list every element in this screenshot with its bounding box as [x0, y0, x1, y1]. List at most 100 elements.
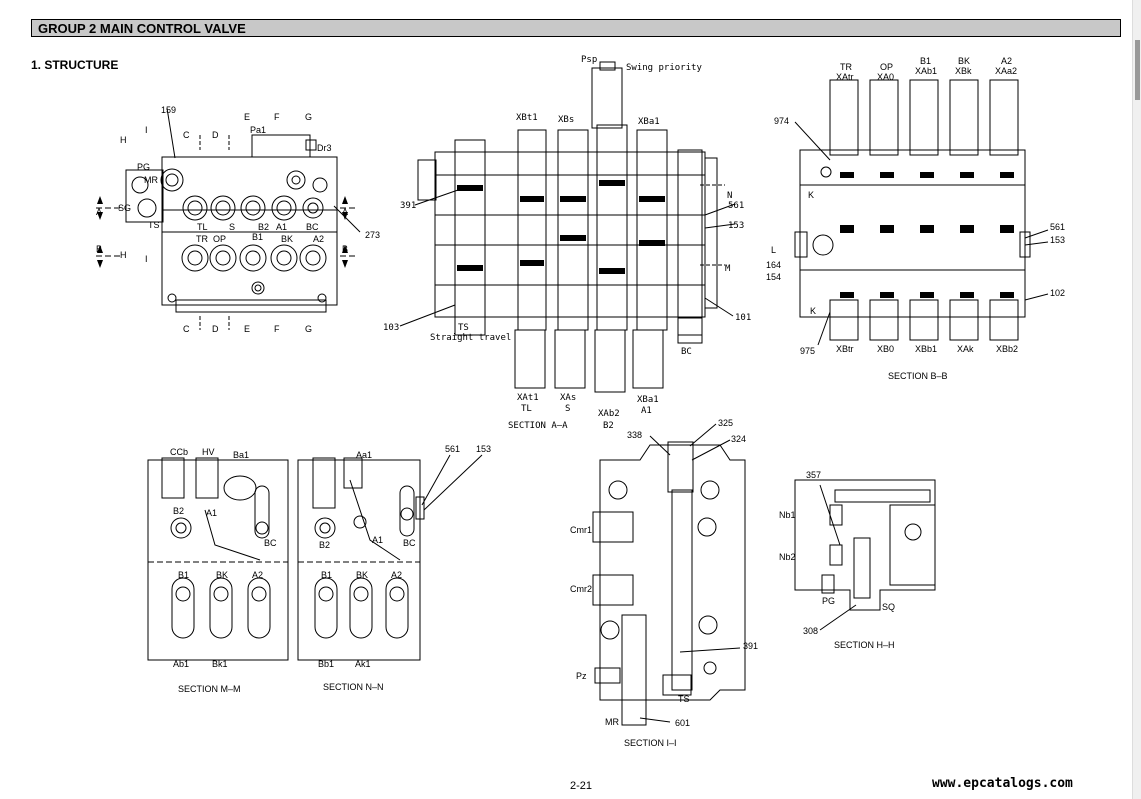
label-n: N: [727, 191, 732, 201]
label-op-bb: OP: [880, 62, 893, 72]
label-b1-mm: B1: [178, 570, 189, 580]
label-153-aa: 153: [728, 221, 744, 231]
cut-c-bottom: C: [183, 324, 190, 334]
label-xb0: XB0: [877, 344, 894, 354]
label-xatr: XAtr: [836, 72, 854, 82]
label-k-top: K: [808, 190, 814, 200]
label-338: 338: [627, 430, 642, 440]
label-aa1: Aa1: [356, 450, 372, 460]
top-view: [96, 107, 361, 330]
label-xbtr: XBtr: [836, 344, 854, 354]
label-k-bottom: K: [810, 306, 816, 316]
label-xab2: XAb2: [598, 409, 620, 419]
cut-g-top: G: [305, 112, 312, 122]
section-hh-title: SECTION H–H: [834, 640, 895, 650]
cut-e-top: E: [244, 112, 250, 122]
label-ts-aa: TS: [458, 323, 469, 333]
label-ba1: Ba1: [233, 450, 249, 460]
label-325: 325: [718, 418, 733, 428]
label-sg: SG: [118, 203, 131, 213]
label-dr3: Dr3: [317, 143, 332, 153]
page-number: 2-21: [570, 780, 593, 792]
label-bk1: Bk1: [212, 659, 228, 669]
label-ccb: CCb: [170, 447, 188, 457]
label-a1: A1: [276, 222, 287, 232]
scrollbar[interactable]: [1132, 0, 1141, 799]
cut-f-top: F: [274, 112, 280, 122]
label-pz: Pz: [576, 671, 587, 681]
label-pa1: Pa1: [250, 125, 266, 135]
label-bk: BK: [281, 234, 293, 244]
label-bk-bb: BK: [958, 56, 970, 66]
website-watermark: www.epcatalogs.com: [932, 776, 1073, 791]
section-aa-title: SECTION A–A: [508, 421, 568, 431]
cut-h-bottom: H: [120, 250, 127, 260]
label-nb2: Nb2: [779, 552, 796, 562]
label-357: 357: [806, 470, 821, 480]
label-l: L: [771, 245, 776, 255]
label-a1-aa: A1: [641, 406, 652, 416]
cut-b-right: B: [342, 244, 348, 254]
cut-b-left: B: [96, 244, 102, 254]
label-164: 164: [766, 260, 781, 270]
label-a2-mm: A2: [252, 570, 263, 580]
label-bc-aa: BC: [681, 347, 692, 357]
label-391-aa: 391: [400, 201, 416, 211]
label-ak1: Ak1: [355, 659, 371, 669]
label-straight-travel: Straight travel: [430, 333, 511, 343]
label-b1-bb: B1: [920, 56, 931, 66]
label-a1-nn: A1: [372, 535, 383, 545]
cut-d-top: D: [212, 130, 219, 140]
label-sq: SQ: [882, 602, 895, 612]
scrollbar-thumb[interactable]: [1135, 40, 1140, 100]
label-hv: HV: [202, 447, 215, 457]
label-xat1: XAt1: [517, 393, 539, 403]
cut-f-bottom: F: [274, 324, 280, 334]
label-xa0: XA0: [877, 72, 894, 82]
label-102: 102: [1050, 288, 1065, 298]
label-561-aa: 561: [728, 201, 744, 211]
label-mr: MR: [144, 175, 158, 185]
label-tl: TL: [197, 222, 208, 232]
label-bk-nn: BK: [356, 570, 368, 580]
label-a2-bb: A2: [1001, 56, 1012, 66]
label-153-bb: 153: [1050, 235, 1065, 245]
label-159: 159: [161, 105, 176, 115]
section-bb-title: SECTION B–B: [888, 371, 948, 381]
label-273: 273: [365, 230, 380, 240]
cut-e-bottom: E: [244, 324, 250, 334]
label-a2: A2: [313, 234, 324, 244]
label-975: 975: [800, 346, 815, 356]
label-a1-mm: A1: [206, 508, 217, 518]
label-xbs: XBs: [558, 115, 574, 125]
label-xaa2: XAa2: [995, 66, 1017, 76]
label-308: 308: [803, 626, 818, 636]
label-op: OP: [213, 234, 226, 244]
label-bc: BC: [306, 222, 319, 232]
label-974: 974: [774, 116, 789, 126]
cut-a-right: A: [342, 207, 348, 217]
label-561-bb: 561: [1050, 222, 1065, 232]
cut-i-bottom: I: [145, 254, 148, 264]
label-xas: XAs: [560, 393, 576, 403]
label-xbb2: XBb2: [996, 344, 1018, 354]
label-bk-mm: BK: [216, 570, 228, 580]
cut-a-left: A: [96, 207, 102, 217]
label-cmr1: Cmr1: [570, 525, 592, 535]
label-s: S: [229, 222, 235, 232]
group-header: GROUP 2 MAIN CONTROL VALVE: [31, 19, 1121, 37]
section-aa-drawing: [399, 61, 736, 393]
section-title: 1. STRUCTURE: [31, 58, 119, 72]
label-324: 324: [731, 434, 746, 444]
label-103: 103: [383, 323, 399, 333]
section-nn-drawing: [297, 454, 483, 661]
label-ab1: Ab1: [173, 659, 189, 669]
label-bb1: Bb1: [318, 659, 334, 669]
label-xbk: XBk: [955, 66, 972, 76]
label-ts-ii: TS: [678, 694, 690, 704]
label-mr-ii: MR: [605, 717, 619, 727]
label-pg-hh: PG: [822, 596, 835, 606]
section-ii-title: SECTION I–I: [624, 738, 677, 748]
label-tr-bb: TR: [840, 62, 852, 72]
